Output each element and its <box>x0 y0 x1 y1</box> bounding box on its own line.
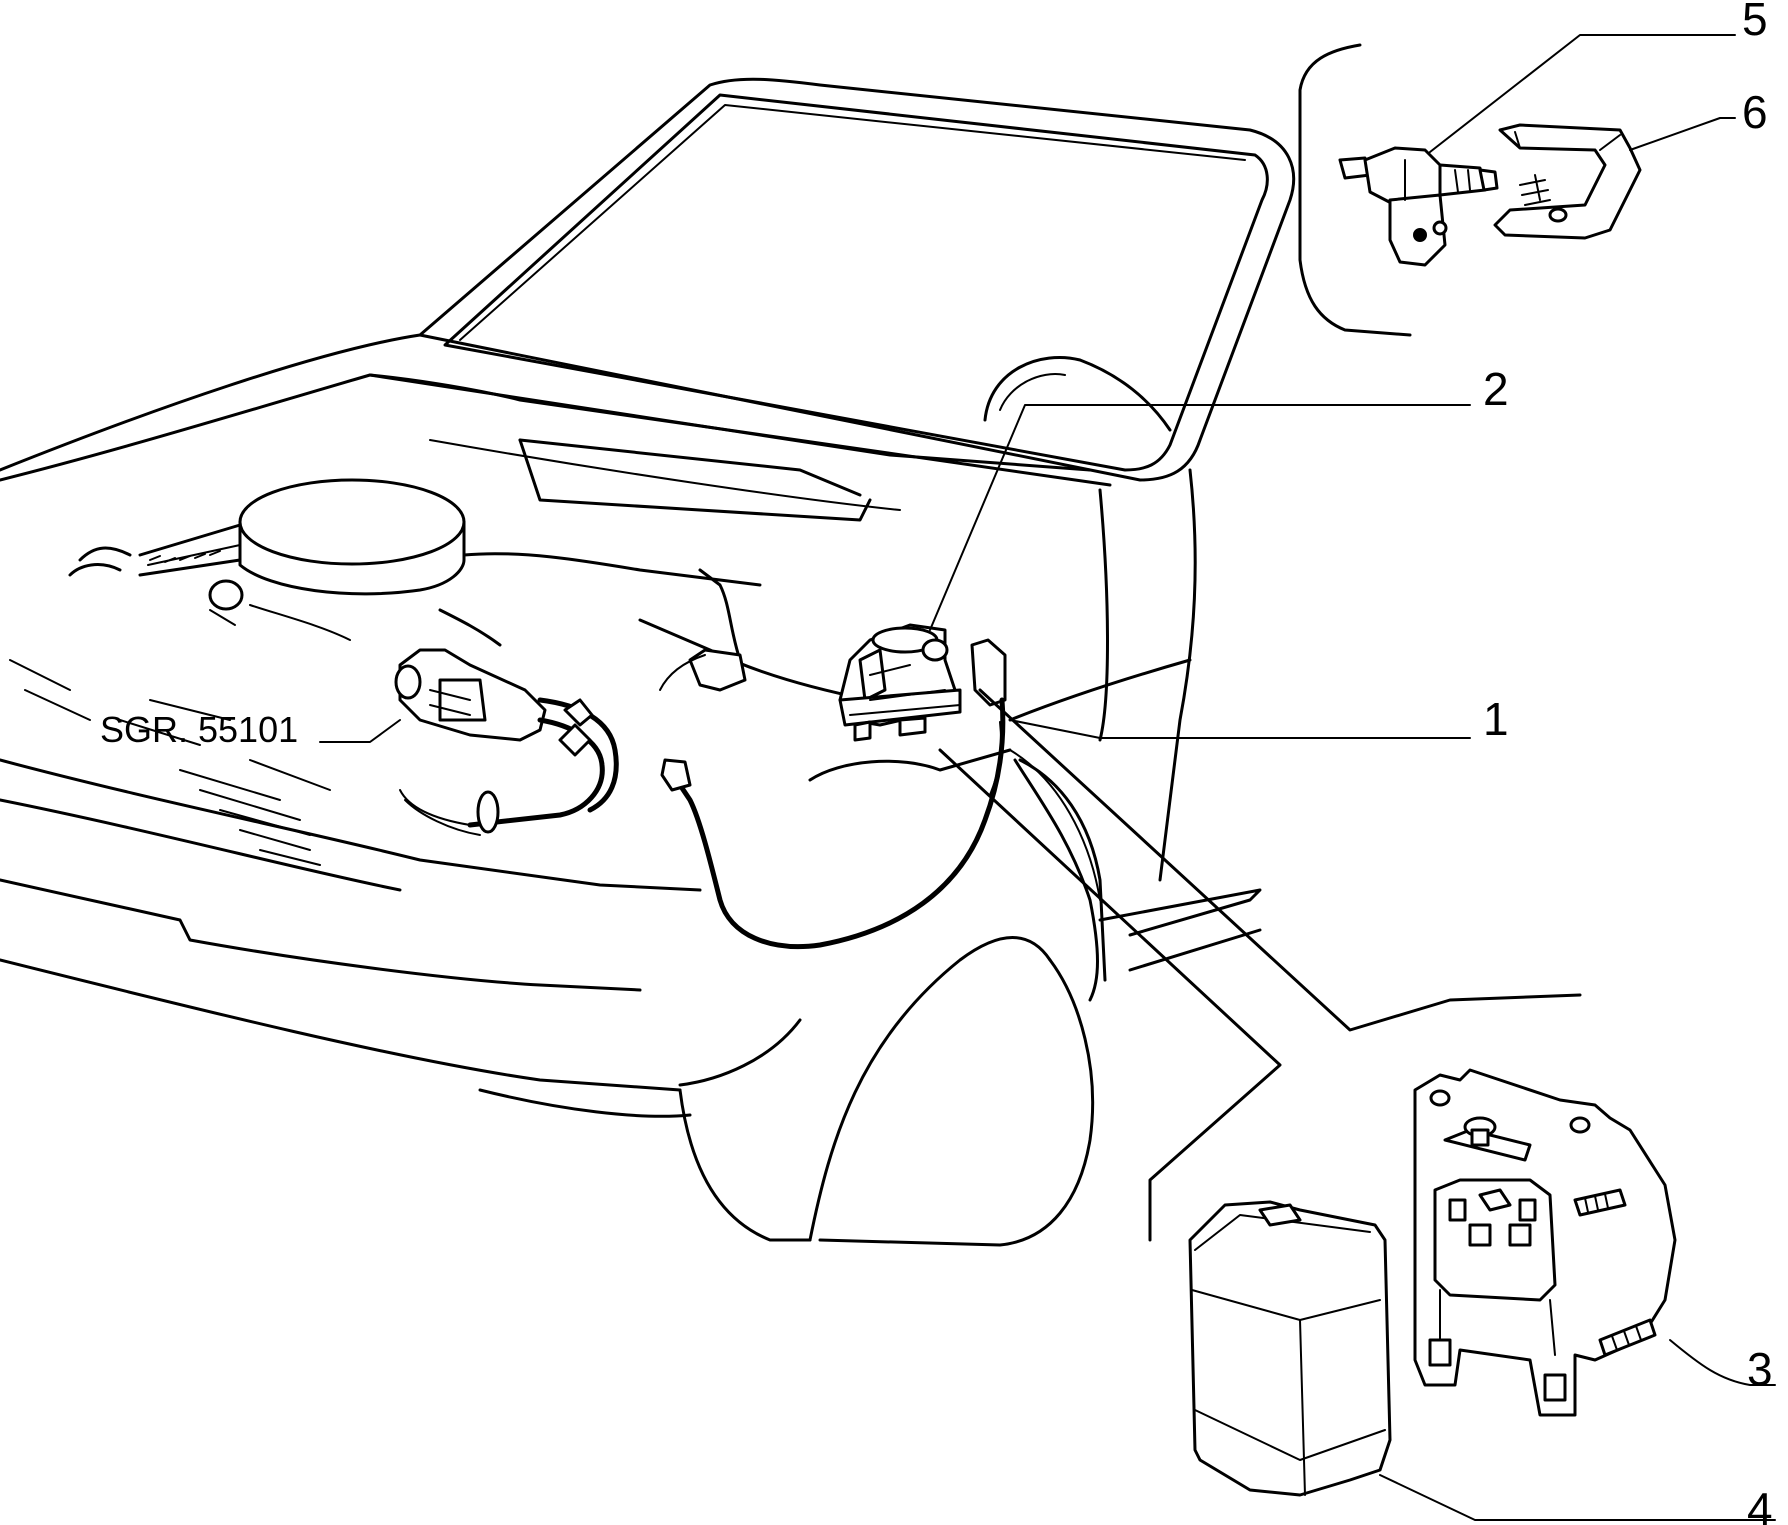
detail-connectors <box>938 688 1582 1242</box>
callout-6: 6 <box>1742 86 1768 138</box>
mounting-plate-part-3 <box>1413 1068 1677 1417</box>
callout-2: 2 <box>1483 363 1509 415</box>
callout-3: 3 <box>1747 1343 1773 1395</box>
ignition-coil-part-2 <box>838 623 962 742</box>
car-body-outline <box>0 77 1296 1247</box>
leader-line-2 <box>929 404 1471 631</box>
distributor-assembly <box>394 648 619 836</box>
bracket-part-6 <box>1493 123 1642 240</box>
reference-label-sgr: SGR. 55101 <box>100 709 298 750</box>
leader-line-1 <box>1009 719 1471 739</box>
cover-part-4 <box>1188 1200 1392 1497</box>
leader-line-6 <box>1629 117 1736 151</box>
leader-line-5 <box>1429 34 1736 153</box>
callout-5: 5 <box>1742 0 1768 45</box>
callout-1: 1 <box>1483 693 1509 745</box>
leader-line-ref <box>319 719 401 743</box>
leader-lines <box>319 34 1776 1521</box>
leader-line-3 <box>1669 1339 1776 1386</box>
sensor-part-5 <box>1338 146 1499 267</box>
inset-brace <box>1298 43 1412 337</box>
callout-4: 4 <box>1747 1483 1773 1525</box>
leader-line-4 <box>1379 1474 1776 1521</box>
